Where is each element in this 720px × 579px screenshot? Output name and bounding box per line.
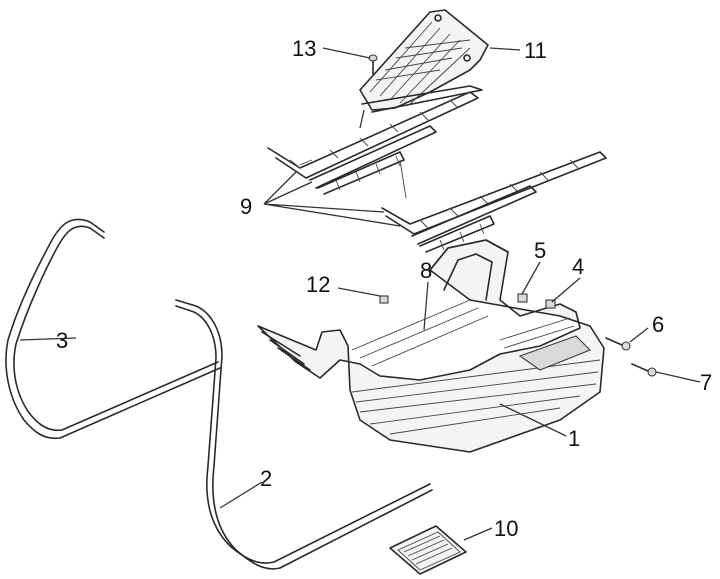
callout-8: 8 [420, 258, 432, 283]
part-11-top-cover [359, 9, 489, 113]
callout-3: 3 [56, 328, 68, 353]
part-6-screw [605, 337, 631, 351]
part-5-clip [517, 293, 528, 303]
part-2-edge-strip [175, 299, 433, 570]
callout-labels: 13 11 9 3 12 8 5 4 6 7 1 2 10 [56, 36, 712, 541]
callout-6: 6 [652, 312, 664, 337]
callout-12: 12 [306, 272, 330, 297]
callout-2: 2 [260, 466, 272, 491]
part-4-clip [545, 299, 556, 309]
callout-5: 5 [534, 238, 546, 263]
part-9-trim-rails [267, 91, 607, 253]
part-1-floor-panel [257, 239, 605, 453]
callout-1: 1 [568, 426, 580, 451]
part-7-screw [631, 363, 657, 377]
part-13-screw [368, 54, 378, 75]
part-3-edge-strip [5, 218, 221, 440]
callout-10: 10 [494, 516, 518, 541]
callout-13: 13 [292, 36, 316, 61]
part-12-clip [379, 295, 389, 304]
callout-4: 4 [572, 254, 584, 279]
part-10-pad [389, 525, 467, 575]
leader-lines [19, 47, 701, 541]
callout-11: 11 [524, 38, 547, 63]
callout-7: 7 [700, 370, 712, 395]
callout-9: 9 [240, 194, 252, 219]
